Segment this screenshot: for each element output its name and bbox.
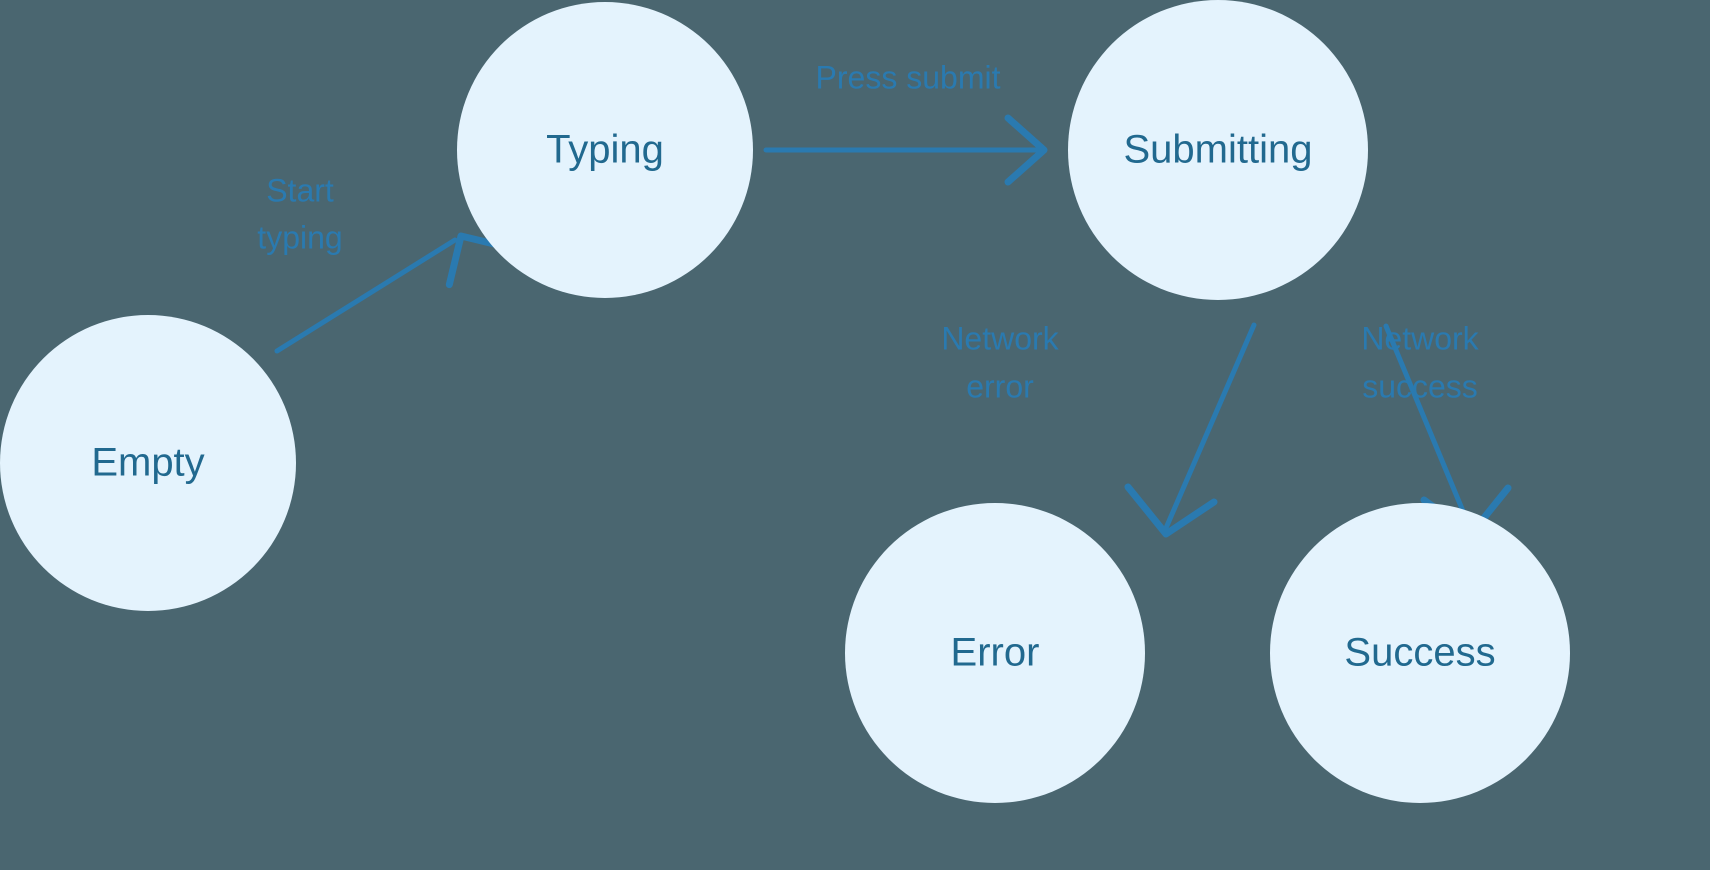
edge-label-start-typing-line1: Start: [266, 172, 334, 208]
node-circle[interactable]: [1068, 0, 1368, 300]
node-label-typing: Typing: [546, 128, 664, 172]
node-success[interactable]: Success: [1270, 503, 1570, 803]
edge-label-network-error-line2: error: [966, 368, 1034, 404]
edge-label-press-submit: Press submit: [816, 59, 1001, 95]
node-label-success: Success: [1344, 631, 1495, 675]
edge-submitting-to-error: [1124, 322, 1257, 538]
node-empty[interactable]: Empty: [0, 315, 296, 611]
edge-label-network-success-line2: success: [1362, 368, 1478, 404]
edge-line: [274, 237, 458, 354]
node-error[interactable]: Error: [845, 503, 1145, 803]
node-label-error: Error: [951, 631, 1040, 675]
node-circle[interactable]: [0, 315, 296, 611]
edge-label-network-error-line1: Network: [941, 320, 1059, 356]
node-label-submitting: Submitting: [1124, 128, 1313, 172]
edge-line: [1383, 323, 1473, 531]
node-typing[interactable]: Typing: [457, 2, 753, 298]
edge-line: [1163, 322, 1257, 531]
edge-label-network-success-line1: Network: [1361, 320, 1479, 356]
node-submitting[interactable]: Submitting: [1068, 0, 1368, 300]
edge-typing-to-submitting: [763, 114, 1048, 186]
arrowhead-icon: [1004, 114, 1048, 186]
node-circle[interactable]: [1270, 503, 1570, 803]
node-label-empty: Empty: [91, 441, 204, 485]
edge-label-start-typing-line2: typing: [257, 219, 342, 255]
edge-submitting-to-success: [1383, 323, 1512, 538]
arrowhead-icon: [1124, 483, 1218, 538]
node-circle[interactable]: [457, 2, 753, 298]
node-circle[interactable]: [845, 503, 1145, 803]
